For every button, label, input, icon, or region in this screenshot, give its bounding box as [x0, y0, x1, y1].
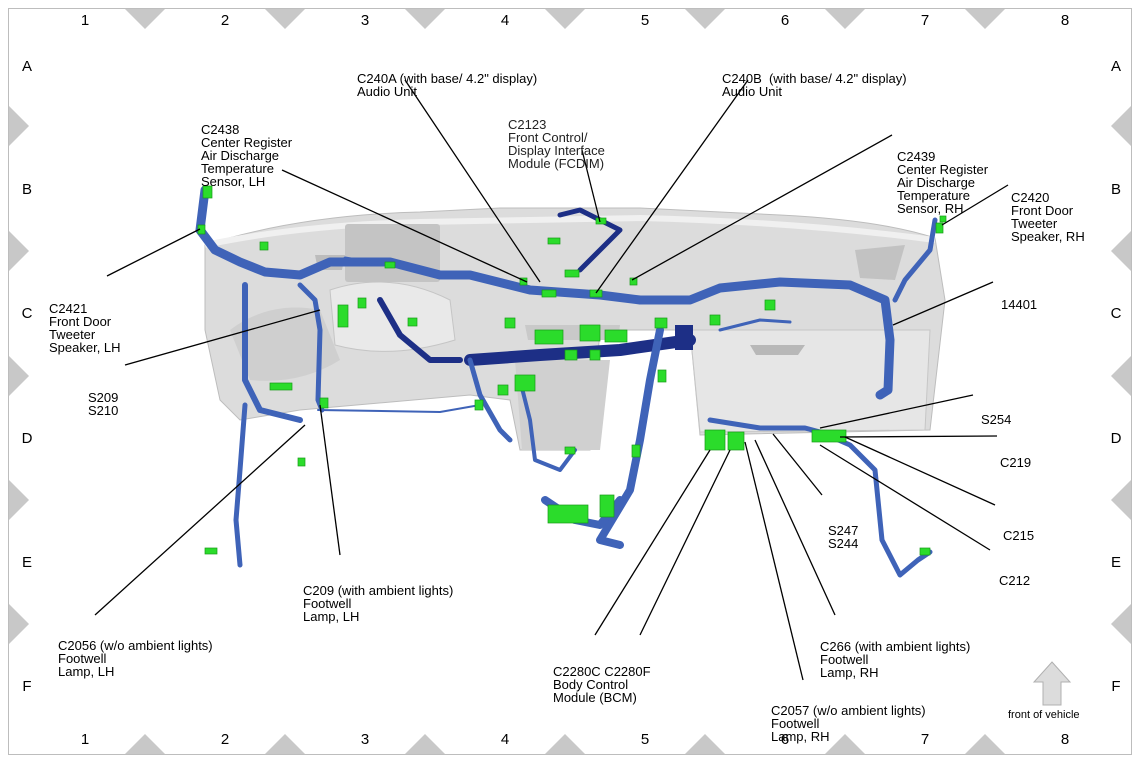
grid-col-top-1: 1 [80, 12, 90, 29]
grid-row-right-e: E [1110, 554, 1121, 571]
grid-col-bottom-3: 3 [360, 731, 370, 748]
grid-row-right-a: A [1110, 58, 1121, 75]
grid-row-right-f: F [1111, 678, 1121, 695]
grid-col-top-7: 7 [920, 12, 930, 29]
bcm-junction [675, 325, 693, 350]
label-c215: C215 [1003, 528, 1035, 543]
grid-row-left-d: D [21, 430, 33, 447]
grid-row-left-f: F [22, 678, 32, 695]
label-c240a: C240A (with base/ 4.2" display)Audio Uni… [357, 71, 538, 99]
grid-row-left-e: E [21, 554, 32, 571]
label-c219: C219 [1000, 455, 1032, 470]
grid-col-top-8: 8 [1060, 12, 1070, 29]
grid-col-bottom-7: 7 [920, 731, 930, 748]
diagram-frame [8, 8, 1132, 755]
connectors [197, 185, 947, 556]
label-14401: 14401 [1001, 297, 1038, 312]
grid-row-left-a: A [21, 58, 32, 75]
grid-row-right-d: D [1110, 430, 1122, 447]
grid-col-top-4: 4 [500, 12, 510, 29]
grid-col-bottom-2: 2 [220, 731, 230, 748]
grid-row-right-c: C [1110, 305, 1122, 322]
grid-col-bottom-4: 4 [500, 731, 510, 748]
grid-col-top-6: 6 [780, 12, 790, 29]
grid-col-top-5: 5 [640, 12, 650, 29]
grid-col-bottom-5: 5 [640, 731, 650, 748]
grid-col-top-2: 2 [220, 12, 230, 29]
grid-col-bottom-8: 8 [1060, 731, 1070, 748]
label-s254: S254 [981, 412, 1012, 427]
grid-col-bottom-6: 6 [780, 731, 790, 748]
grid-row-left-c: C [21, 305, 33, 322]
label-c212: C212 [999, 573, 1031, 588]
front-of-vehicle-label: front of vehicle [1008, 709, 1080, 721]
callout-lines [94, 79, 1009, 681]
dashboard-panel [204, 207, 946, 451]
grid-col-bottom-1: 1 [80, 731, 90, 748]
grid-row-right-b: B [1110, 181, 1121, 198]
front-arrow-icon [1032, 661, 1072, 706]
grid-row-left-b: B [21, 181, 32, 198]
wire-harness [195, 185, 938, 578]
label-c240b: C240B (with base/ 4.2" display)Audio Uni… [722, 71, 907, 99]
grid-col-top-3: 3 [360, 12, 370, 29]
grid-markers [9, 9, 1131, 754]
